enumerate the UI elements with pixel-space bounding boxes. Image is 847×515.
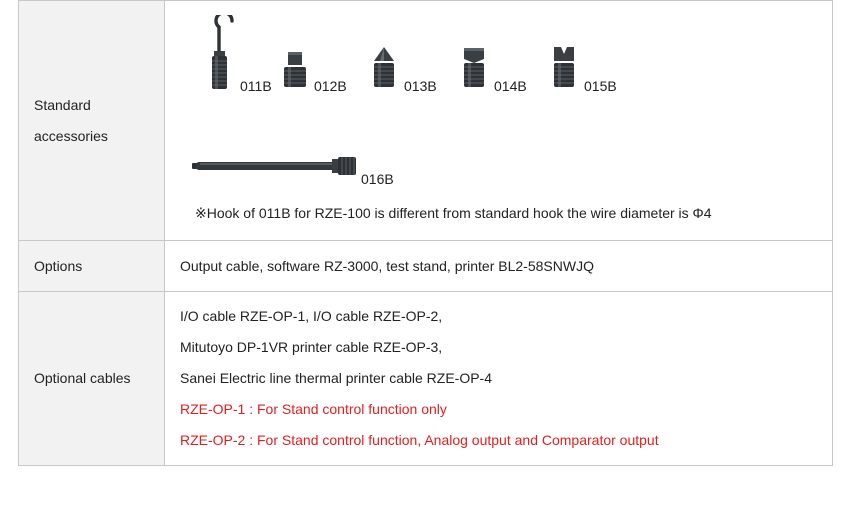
- label-line-1: Standard: [34, 96, 91, 113]
- row-optional-cables: Optional cables I/O cable RZE-OP-1, I/O …: [18, 291, 833, 466]
- accessories-gallery: 011B 012B: [180, 1, 832, 240]
- label-options: Options: [18, 240, 165, 292]
- row-standard-accessories: Standard accessories: [18, 0, 833, 241]
- accessories-cell: 011B 012B: [164, 0, 833, 241]
- label-standard-accessories: Standard accessories: [18, 0, 165, 241]
- cone-attachment-icon: [374, 47, 394, 87]
- cable-line: Mitutoyo DP-1VR printer cable RZE-OP-3,: [180, 339, 443, 355]
- accessories-note: ※Hook of 011B for RZE-100 is different f…: [195, 205, 712, 221]
- cable-note-red: RZE-OP-2 : For Stand control function, A…: [180, 432, 659, 448]
- extension-rod-icon: [192, 157, 356, 175]
- spec-table: Standard accessories: [18, 0, 833, 466]
- chisel-attachment-icon: [464, 48, 484, 87]
- label-optional-cables: Optional cables: [18, 291, 165, 466]
- cable-line: Sanei Electric line thermal printer cabl…: [180, 370, 493, 386]
- flat-attachment-icon: [284, 52, 306, 87]
- code-015b: 015B: [584, 78, 617, 94]
- cable-line: I/O cable RZE-OP-1, I/O cable RZE-OP-2,: [180, 308, 443, 324]
- cables-list: I/O cable RZE-OP-1, I/O cable RZE-OP-2, …: [180, 295, 832, 462]
- code-011b: 011B: [240, 78, 272, 94]
- label-line-2: accessories: [34, 127, 108, 144]
- code-016b: 016B: [361, 171, 394, 187]
- notched-attachment-icon: [554, 47, 574, 87]
- cables-cell: I/O cable RZE-OP-1, I/O cable RZE-OP-2, …: [164, 291, 833, 466]
- code-014b: 014B: [494, 78, 527, 94]
- options-value: Output cable, software RZ-3000, test sta…: [164, 240, 833, 292]
- code-012b: 012B: [314, 78, 347, 94]
- row-options: Options Output cable, software RZ-3000, …: [18, 240, 833, 292]
- hook-attachment-icon: [212, 15, 234, 89]
- code-013b: 013B: [404, 78, 437, 94]
- cable-note-red: RZE-OP-1 : For Stand control function on…: [180, 401, 447, 417]
